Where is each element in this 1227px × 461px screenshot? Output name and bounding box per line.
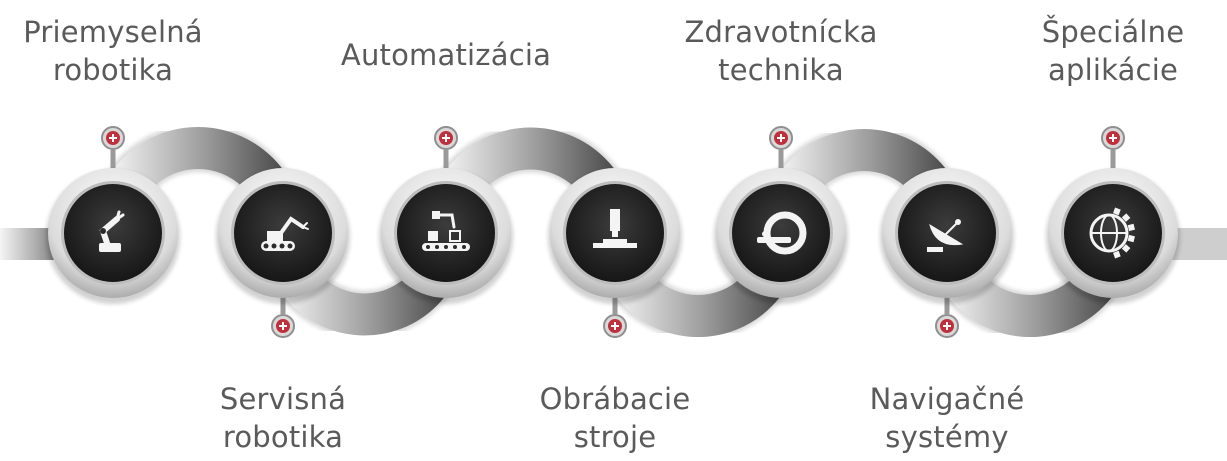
globe-gear-icon (1089, 207, 1135, 259)
label-priemyselna-robotika: Priemyselná robotika (0, 13, 233, 89)
label-navigacne-systemy: Navigačné systémy (827, 380, 1067, 456)
plus-marker-servisna-robotika[interactable] (271, 314, 295, 338)
conveyor-automation-icon (422, 211, 470, 251)
node-obrabacie-stroje[interactable] (548, 168, 682, 304)
node-zdravotnicka-technika[interactable] (714, 168, 848, 304)
mri-scanner-icon (757, 211, 807, 255)
plus-marker-navigacne-systemy[interactable] (935, 314, 959, 338)
label-line: Špeciálne (1041, 15, 1185, 49)
label-line: Priemyselná (23, 15, 203, 49)
label-line: Automatizácia (340, 38, 552, 72)
cnc-machine-icon (593, 209, 637, 248)
label-line: Navigačné (869, 382, 1025, 416)
label-line: robotika (222, 420, 344, 454)
label-specialne-aplikacie: Špeciálne aplikácie (993, 13, 1227, 89)
plus-icon (777, 134, 785, 142)
service-robot-tracked-icon (261, 216, 309, 251)
satellite-dish-icon (927, 219, 964, 252)
plus-marker-obrabacie-stroje[interactable] (603, 314, 627, 338)
plus-icon (611, 322, 619, 330)
label-automatizacia: Automatizácia (326, 36, 566, 74)
label-line: Zdravotnícka (684, 15, 878, 49)
label-line: stroje (573, 420, 657, 454)
plus-marker-zdravotnicka-technika[interactable] (769, 126, 793, 150)
node-navigacne-systemy[interactable] (880, 168, 1014, 304)
label-servisna-robotika: Servisná robotika (163, 380, 403, 456)
plus-icon (109, 134, 117, 142)
label-obrabacie-stroje: Obrábacie stroje (495, 380, 735, 456)
plus-marker-automatizacia[interactable] (434, 126, 458, 150)
plus-icon (279, 322, 287, 330)
node-priemyselna-robotika[interactable] (46, 168, 180, 304)
node-specialne-aplikacie[interactable] (1046, 168, 1180, 304)
plus-marker-specialne-aplikacie[interactable] (1101, 126, 1125, 150)
plus-icon (1109, 134, 1117, 142)
label-line: Servisná (219, 382, 347, 416)
plus-icon (943, 322, 951, 330)
label-line: technika (718, 53, 844, 87)
label-line: robotika (52, 53, 174, 87)
plus-marker-priemyselna-robotika[interactable] (101, 126, 125, 150)
node-servisna-robotika[interactable] (216, 168, 350, 304)
label-line: systémy (885, 420, 1009, 454)
label-line: Obrábacie (539, 382, 691, 416)
node-automatizacia[interactable] (379, 168, 513, 304)
industrial-robot-arm-icon (99, 210, 125, 252)
plus-icon (442, 134, 450, 142)
label-zdravotnicka-technika: Zdravotnícka technika (661, 13, 901, 89)
label-line: aplikácie (1048, 53, 1178, 87)
